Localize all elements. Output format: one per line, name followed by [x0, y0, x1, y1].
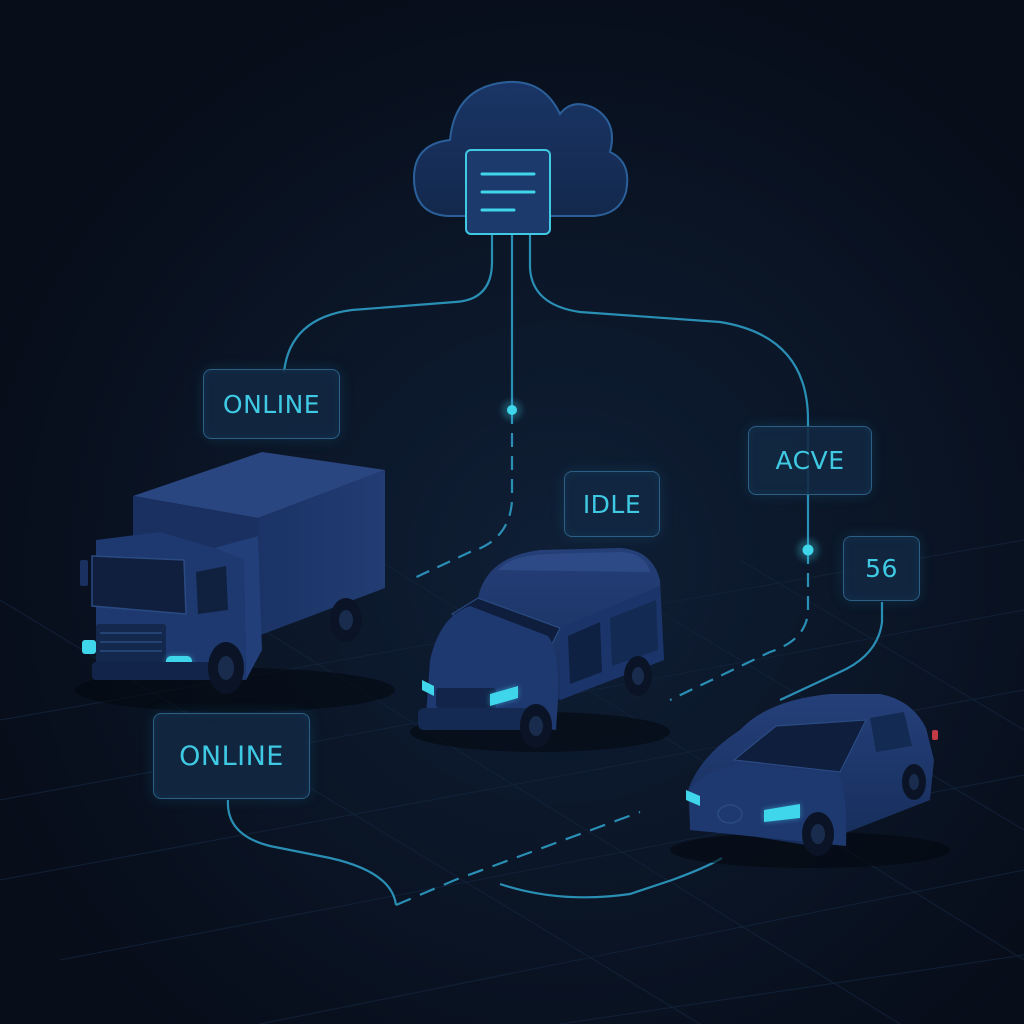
connector-car-dashed — [669, 550, 810, 701]
truck-status-tag-bottom: ONLINE — [153, 713, 310, 799]
connector-car-return — [499, 857, 723, 899]
connector-truck — [282, 232, 494, 373]
connector-value-tag — [779, 602, 884, 701]
car-status-tag: ACVE — [748, 426, 872, 495]
connector-car-solid — [528, 232, 810, 550]
connector-bottom-left — [226, 799, 398, 906]
car-icon — [670, 694, 950, 868]
car-value-tag: 56 — [843, 536, 920, 601]
van-icon — [410, 548, 670, 752]
connector-node-car-glow — [797, 539, 819, 561]
truck-icon — [75, 452, 395, 712]
connector-node-van-glow — [502, 400, 522, 420]
connector-van-dashed — [409, 410, 514, 581]
truck-status-tag-top: ONLINE — [203, 369, 340, 439]
connectors — [226, 232, 884, 907]
van-status-tag: IDLE — [564, 471, 660, 537]
cloud-server-icon — [412, 80, 629, 235]
connector-bottom-dashed — [395, 810, 641, 907]
